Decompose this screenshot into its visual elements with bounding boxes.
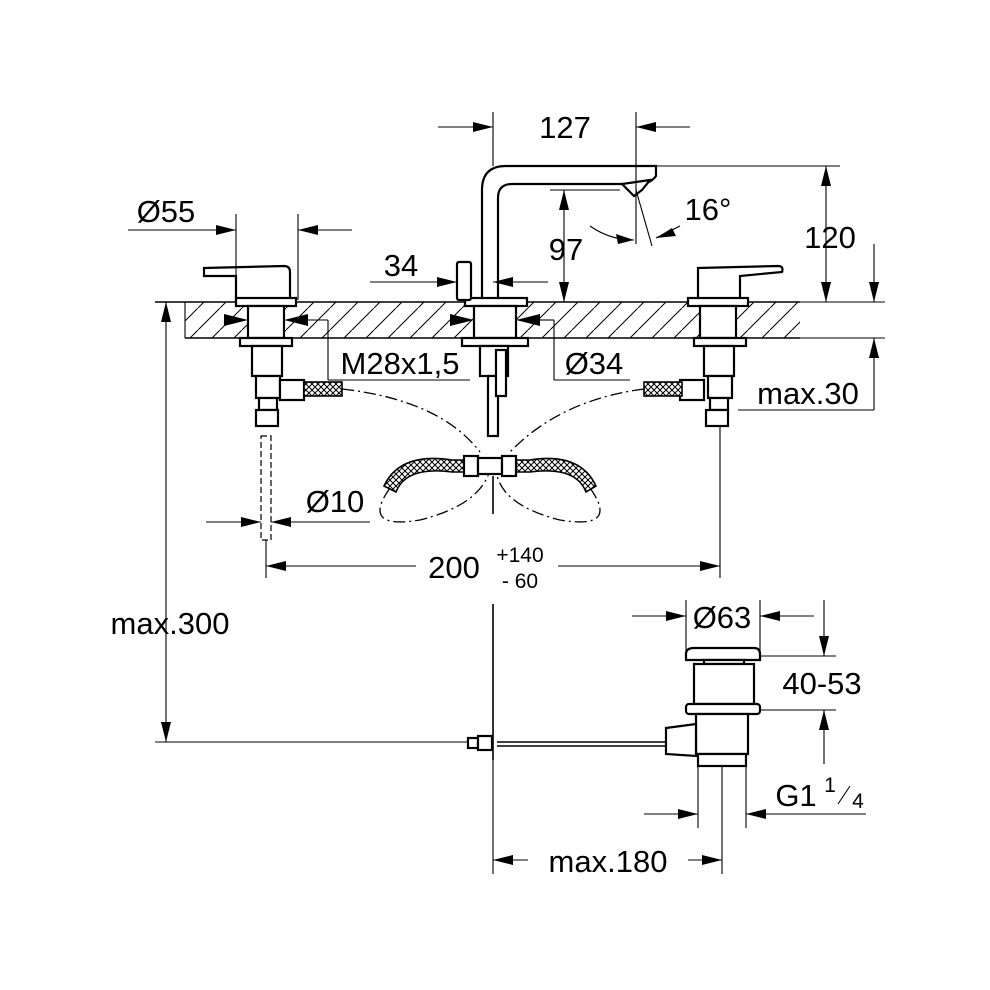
max-rod-label: max.180: [549, 844, 668, 879]
drain-thread-label: G1: [775, 778, 816, 813]
pop-up-rod-label: 34: [384, 248, 418, 283]
spout-reach-label: 127: [539, 110, 591, 145]
right-handle-valve: [643, 264, 784, 428]
spread-label: 200: [428, 550, 480, 585]
spout-hole-label: Ø34: [565, 346, 624, 381]
handle-diameter-label: Ø55: [137, 194, 196, 229]
pop-up-waste: [466, 604, 762, 768]
dimension-lines: [128, 112, 879, 874]
drain-thread-denominator: 4: [852, 790, 864, 813]
max-deck-label: max.30: [757, 376, 859, 411]
max-length-label: max.300: [111, 606, 230, 641]
connection-hoses: [341, 388, 645, 523]
thread-label: M28x1,5: [341, 346, 460, 381]
spout-height-label: 120: [804, 220, 856, 255]
hose-diameter-label: Ø10: [306, 484, 365, 519]
left-handle-valve: [202, 264, 343, 541]
drain-height-label: 40-53: [782, 666, 861, 701]
drain-diameter-label: Ø63: [693, 600, 752, 635]
spread-plus-label: +140: [496, 544, 543, 567]
spout: [460, 164, 658, 438]
aerator-height-label: 97: [549, 232, 583, 267]
spout-angle-label: 16°: [685, 192, 732, 227]
drain-thread-numerator: 1: [824, 774, 836, 797]
spread-minus-label: - 60: [502, 570, 538, 593]
pop-up-rod: [455, 260, 473, 302]
